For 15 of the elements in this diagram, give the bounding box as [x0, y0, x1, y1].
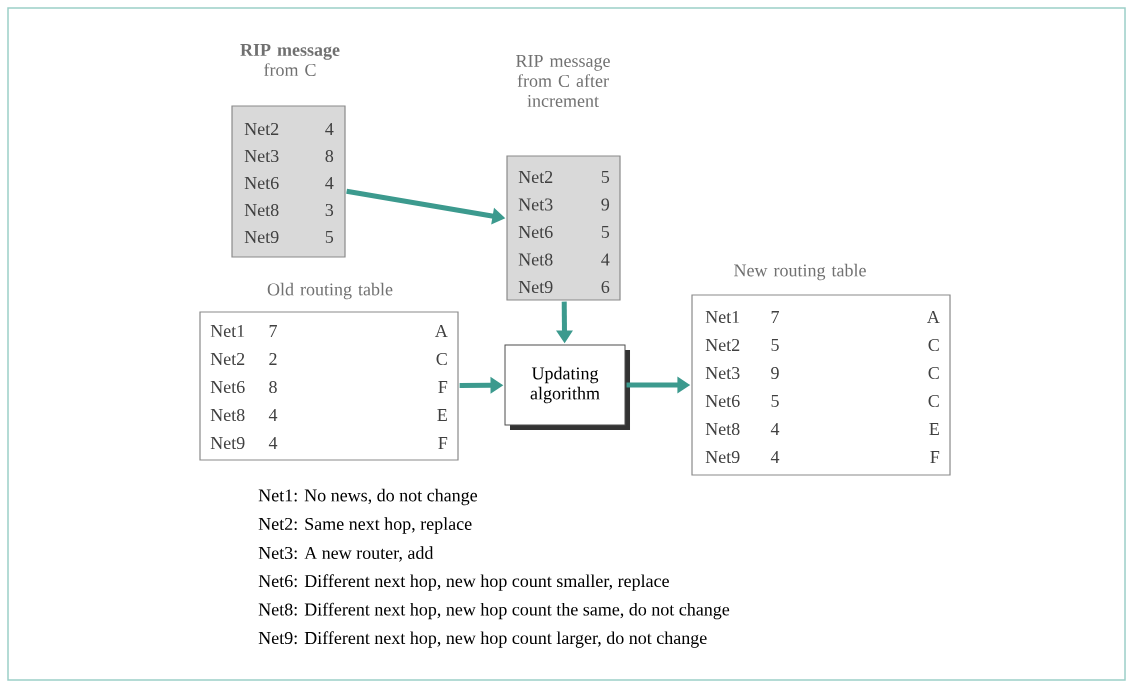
table-box: RIP message from C after increment Net2 5 Net3 9 Net6 5 Net8 4 Net9 6: [506, 55, 621, 301]
node-label: New routing table: [734, 263, 866, 281]
table-box: Old routing table Net1 7 A Net2 2 C Net6 8 F Net8 4 E Net9 4 F: [199, 282, 459, 461]
table-box: New routing table Net1 7 A Net2 5 C Net3 9 C Net6 5 C Net8 4 E Net9 4 F: [691, 263, 951, 476]
note: Net8: Different next hop, new hop count the same, do not change: [258, 602, 730, 620]
note: Net6: Different next hop, new hop count smaller, replace: [258, 574, 669, 591]
note: Net2: Same next hop, replace: [258, 517, 472, 534]
table-box: RIP message from C Net2 4 Net3 8 Net6 4 Net8 3 Net9 5: [231, 44, 346, 258]
node-label: RIP message from C: [240, 44, 340, 76]
note: Net9: Different next hop, new hop count larger, do not change: [258, 631, 707, 648]
note: Net1: No news, do not change: [258, 488, 478, 506]
note: Net3: A new router, add: [258, 546, 434, 562]
node-label: Old routing table: [267, 282, 393, 300]
process-box: Updating algorithm: [504, 344, 630, 430]
node-label: RIP message from C after increment: [516, 55, 610, 107]
